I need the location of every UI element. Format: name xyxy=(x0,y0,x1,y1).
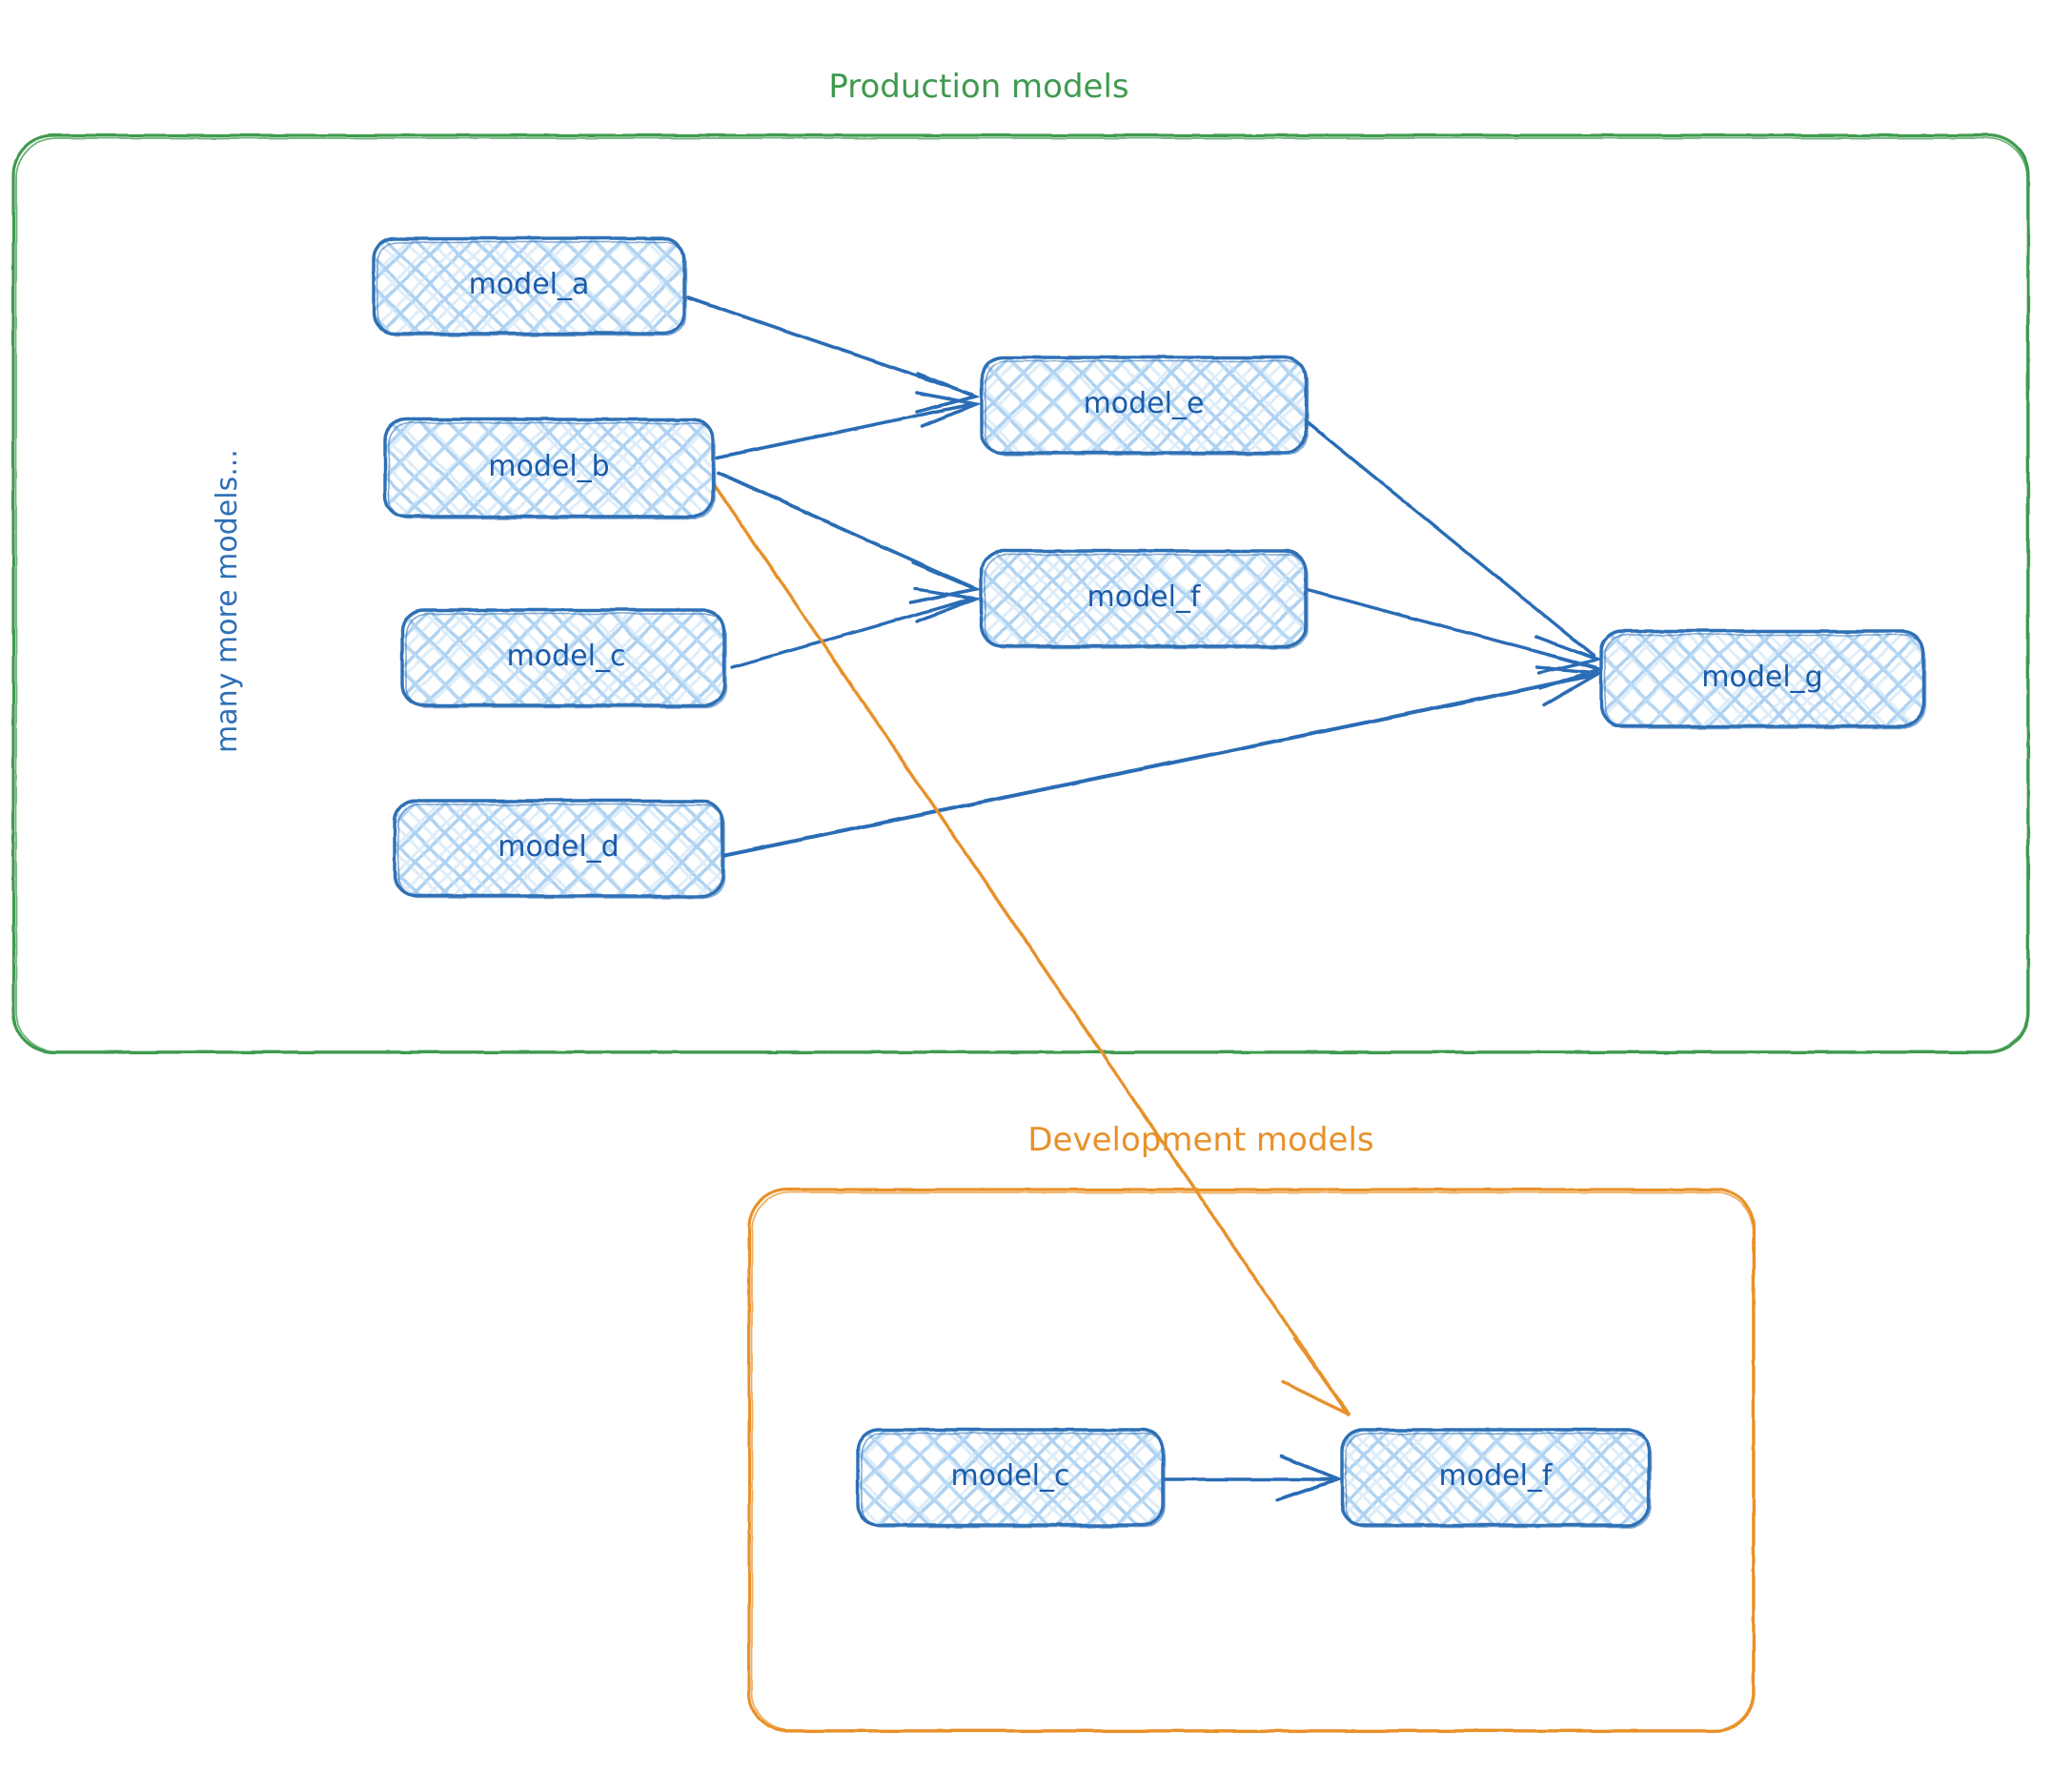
edge-devc-devf xyxy=(1163,1455,1344,1502)
node-label: model_c xyxy=(951,1459,1070,1493)
node-label: model_c xyxy=(507,640,626,673)
edges-layer xyxy=(686,295,1605,1502)
edge-b-devf xyxy=(711,480,1351,1416)
node-prod-model-g[interactable]: model_g xyxy=(1599,629,1926,729)
nodes-layer: model_a model_b model_c xyxy=(372,236,1926,1528)
node-prod-model-c[interactable]: model_c xyxy=(400,608,727,708)
edge-c-f xyxy=(730,587,983,669)
node-dev-model-c[interactable]: model_c xyxy=(856,1428,1166,1528)
node-prod-model-e[interactable]: model_e xyxy=(980,356,1309,456)
group-container-development xyxy=(747,1188,1756,1733)
node-label: model_a xyxy=(469,268,590,301)
node-label: model_f xyxy=(1439,1459,1554,1493)
node-label: model_f xyxy=(1087,580,1202,614)
edge-d-g xyxy=(721,665,1605,858)
group-container-production xyxy=(11,133,2030,1054)
development-group-label: Development models xyxy=(1027,1121,1373,1159)
edge-e-g xyxy=(1302,417,1603,675)
node-prod-model-b[interactable]: model_b xyxy=(383,417,716,519)
edge-a-e xyxy=(686,295,981,414)
node-prod-model-a[interactable]: model_a xyxy=(372,236,687,336)
node-label: model_e xyxy=(1084,387,1205,420)
many-more-models-label: many more models... xyxy=(211,449,244,753)
node-prod-model-f[interactable]: model_f xyxy=(980,549,1309,649)
edge-f-g xyxy=(1302,587,1605,690)
node-prod-model-d[interactable]: model_d xyxy=(393,799,725,899)
edge-b-e xyxy=(715,391,983,459)
edge-b-f xyxy=(717,471,983,604)
node-label: model_g xyxy=(1701,661,1822,694)
node-label: model_d xyxy=(498,830,619,864)
production-group-label: Production models xyxy=(828,68,1128,106)
node-label: model_b xyxy=(488,450,609,483)
node-dev-model-f[interactable]: model_f xyxy=(1340,1428,1652,1528)
